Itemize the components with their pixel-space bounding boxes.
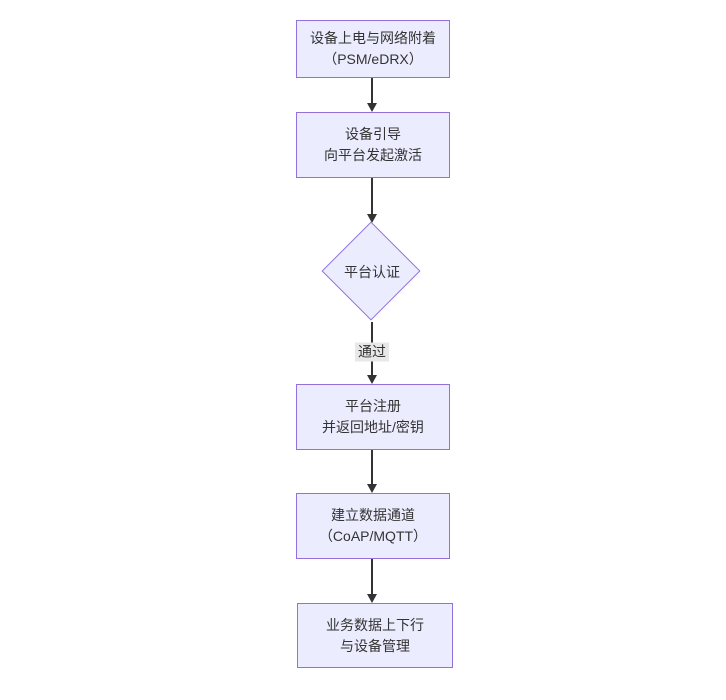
edge-label-pass: 通过: [355, 342, 389, 362]
edge-line: [371, 450, 373, 485]
node-business-data: 业务数据上下行 与设备管理: [297, 603, 453, 668]
node-platform-auth-decision: 平台认证: [321, 221, 423, 322]
arrow-down-icon: [367, 484, 377, 493]
node-text-line: （CoAP/MQTT）: [318, 528, 428, 544]
node-text-line: 平台认证: [344, 264, 400, 280]
node-device-bootstrap: 设备引导 向平台发起激活: [296, 112, 450, 178]
node-text-line: 向平台发起激活: [324, 147, 422, 163]
edge-line: [371, 559, 373, 595]
node-device-power-attach: 设备上电与网络附着 （PSM/eDRX）: [296, 20, 450, 78]
node-text-line: 平台注册: [345, 398, 401, 414]
arrow-down-icon: [367, 214, 377, 223]
node-text-line: 与设备管理: [340, 637, 410, 654]
node-text-line: 并返回地址/密钥: [322, 419, 424, 435]
node-text-line: （PSM/eDRX）: [323, 51, 423, 67]
node-platform-register: 平台注册 并返回地址/密钥: [296, 384, 450, 450]
node-text-line: 业务数据上下行: [326, 616, 424, 633]
arrow-down-icon: [367, 375, 377, 384]
node-data-channel: 建立数据通道 （CoAP/MQTT）: [296, 493, 450, 559]
edge-line: [371, 178, 373, 215]
node-text-line: 设备引导: [345, 126, 401, 142]
node-text-line: 建立数据通道: [331, 507, 415, 523]
arrow-down-icon: [367, 103, 377, 112]
node-text-line: 设备上电与网络附着: [310, 30, 436, 46]
arrow-down-icon: [367, 594, 377, 603]
edge-line: [371, 78, 373, 104]
